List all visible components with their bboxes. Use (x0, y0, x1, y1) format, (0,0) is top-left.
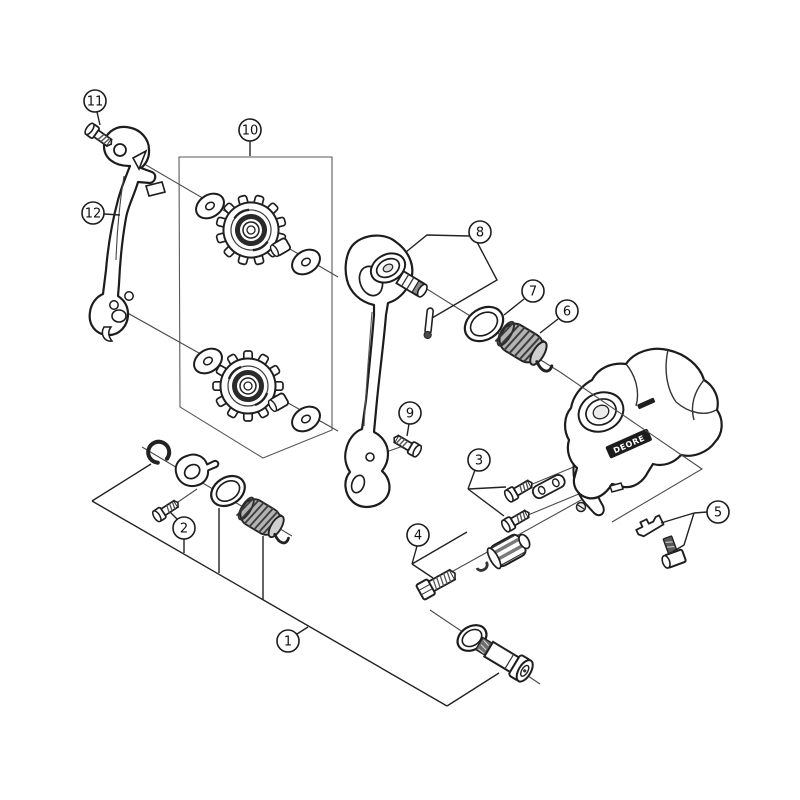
axis-body-overlay (559, 371, 704, 523)
leader-6 (539, 318, 559, 334)
outer-plate-tab (144, 181, 167, 197)
circlip (146, 439, 172, 465)
callout-11: 11 (83, 89, 107, 113)
cable-fixing-bolt (661, 535, 687, 569)
callout-4: 4 (406, 523, 430, 547)
leader-lines (91, 111, 708, 707)
leader-2 (169, 511, 185, 553)
cam-spring (235, 496, 290, 545)
callout-9: 9 (398, 401, 422, 425)
spring-hook (535, 360, 554, 373)
adjust-ring (475, 560, 489, 572)
callout-5: 5 (706, 500, 730, 524)
mount-o-ring (456, 624, 488, 652)
inner-plate-slot (350, 474, 366, 494)
pulley-set-box (178, 156, 333, 459)
pulley-bushing (269, 237, 291, 258)
pulley-washer (291, 405, 321, 433)
inner-plate-hub-hole (365, 452, 375, 462)
svg-text:10: 10 (242, 124, 259, 139)
bracket-8b (431, 241, 498, 319)
callout-12: 12 (81, 201, 105, 225)
svg-text:5: 5 (714, 506, 722, 521)
cable-fixing-plate (635, 514, 665, 538)
pulley-bushing (267, 392, 289, 413)
part-plate-axle-assembly (369, 252, 434, 340)
adjust-barrel (486, 533, 531, 570)
part-tension-cam-set (146, 439, 290, 545)
part-mount-bolt-set (456, 624, 534, 683)
svg-text:9: 9 (406, 407, 414, 422)
part-body: DEORE (564, 347, 723, 517)
svg-text:7: 7 (529, 285, 537, 300)
switch-plate (531, 474, 566, 500)
switch-screw (500, 509, 530, 533)
callout-8: 8 (468, 220, 492, 244)
bracket-5 (660, 511, 708, 555)
svg-text:11: 11 (87, 95, 104, 110)
tension-cam-plate (174, 453, 220, 488)
svg-text:2: 2 (180, 522, 188, 537)
callout-10: 10 (238, 118, 262, 142)
part-pulley-set (193, 192, 321, 433)
part-bracket-screw (84, 122, 113, 148)
part-switch-unit (500, 474, 566, 533)
pulley-lower (212, 350, 284, 422)
callout-2: 2 (172, 516, 196, 540)
axle-spring-pin (423, 307, 434, 340)
bracket-8a (405, 234, 470, 253)
body-main (564, 347, 723, 500)
bracket-3 (467, 469, 507, 517)
callout-6: 6 (555, 299, 579, 323)
plate-axle (395, 269, 428, 298)
svg-text:3: 3 (475, 454, 483, 469)
svg-text:8: 8 (476, 226, 484, 241)
part-tension-spring (494, 320, 554, 373)
callout-1: 1 (276, 629, 300, 653)
part-outer-plate (88, 125, 167, 342)
outer-plate-cutout (131, 149, 148, 171)
leader-7 (503, 298, 525, 316)
mount-bolt (474, 636, 534, 683)
pulley-washer (195, 192, 225, 220)
part-adjust-unit (415, 533, 531, 601)
axis-lines (109, 143, 593, 685)
callout-7: 7 (521, 279, 545, 303)
leader-11 (96, 111, 101, 126)
bracket-1 (91, 463, 500, 707)
svg-text:1: 1 (284, 635, 292, 650)
callouts: 1 2 3 4 5 6 7 8 (81, 89, 730, 653)
cam-o-ring (210, 474, 246, 508)
adjust-bolt (415, 568, 457, 601)
pulley-upper (215, 194, 287, 266)
cam-screw (151, 499, 180, 523)
pulley-washer (291, 248, 321, 276)
svg-text:6: 6 (563, 305, 571, 320)
leader-9 (406, 423, 410, 437)
part-stopper-screw (393, 434, 423, 458)
svg-text:4: 4 (414, 529, 422, 544)
pulley-washer (193, 347, 223, 375)
part-cable-fixing (635, 514, 687, 569)
part-o-ring (463, 305, 505, 343)
body-cable-slot (637, 397, 656, 410)
switch-screw (503, 479, 533, 503)
bracket-4 (411, 531, 468, 579)
outer-plate-pivot-hole (113, 143, 127, 157)
svg-text:12: 12 (85, 207, 102, 222)
callout-3: 3 (467, 448, 491, 472)
leader-12 (103, 213, 121, 216)
